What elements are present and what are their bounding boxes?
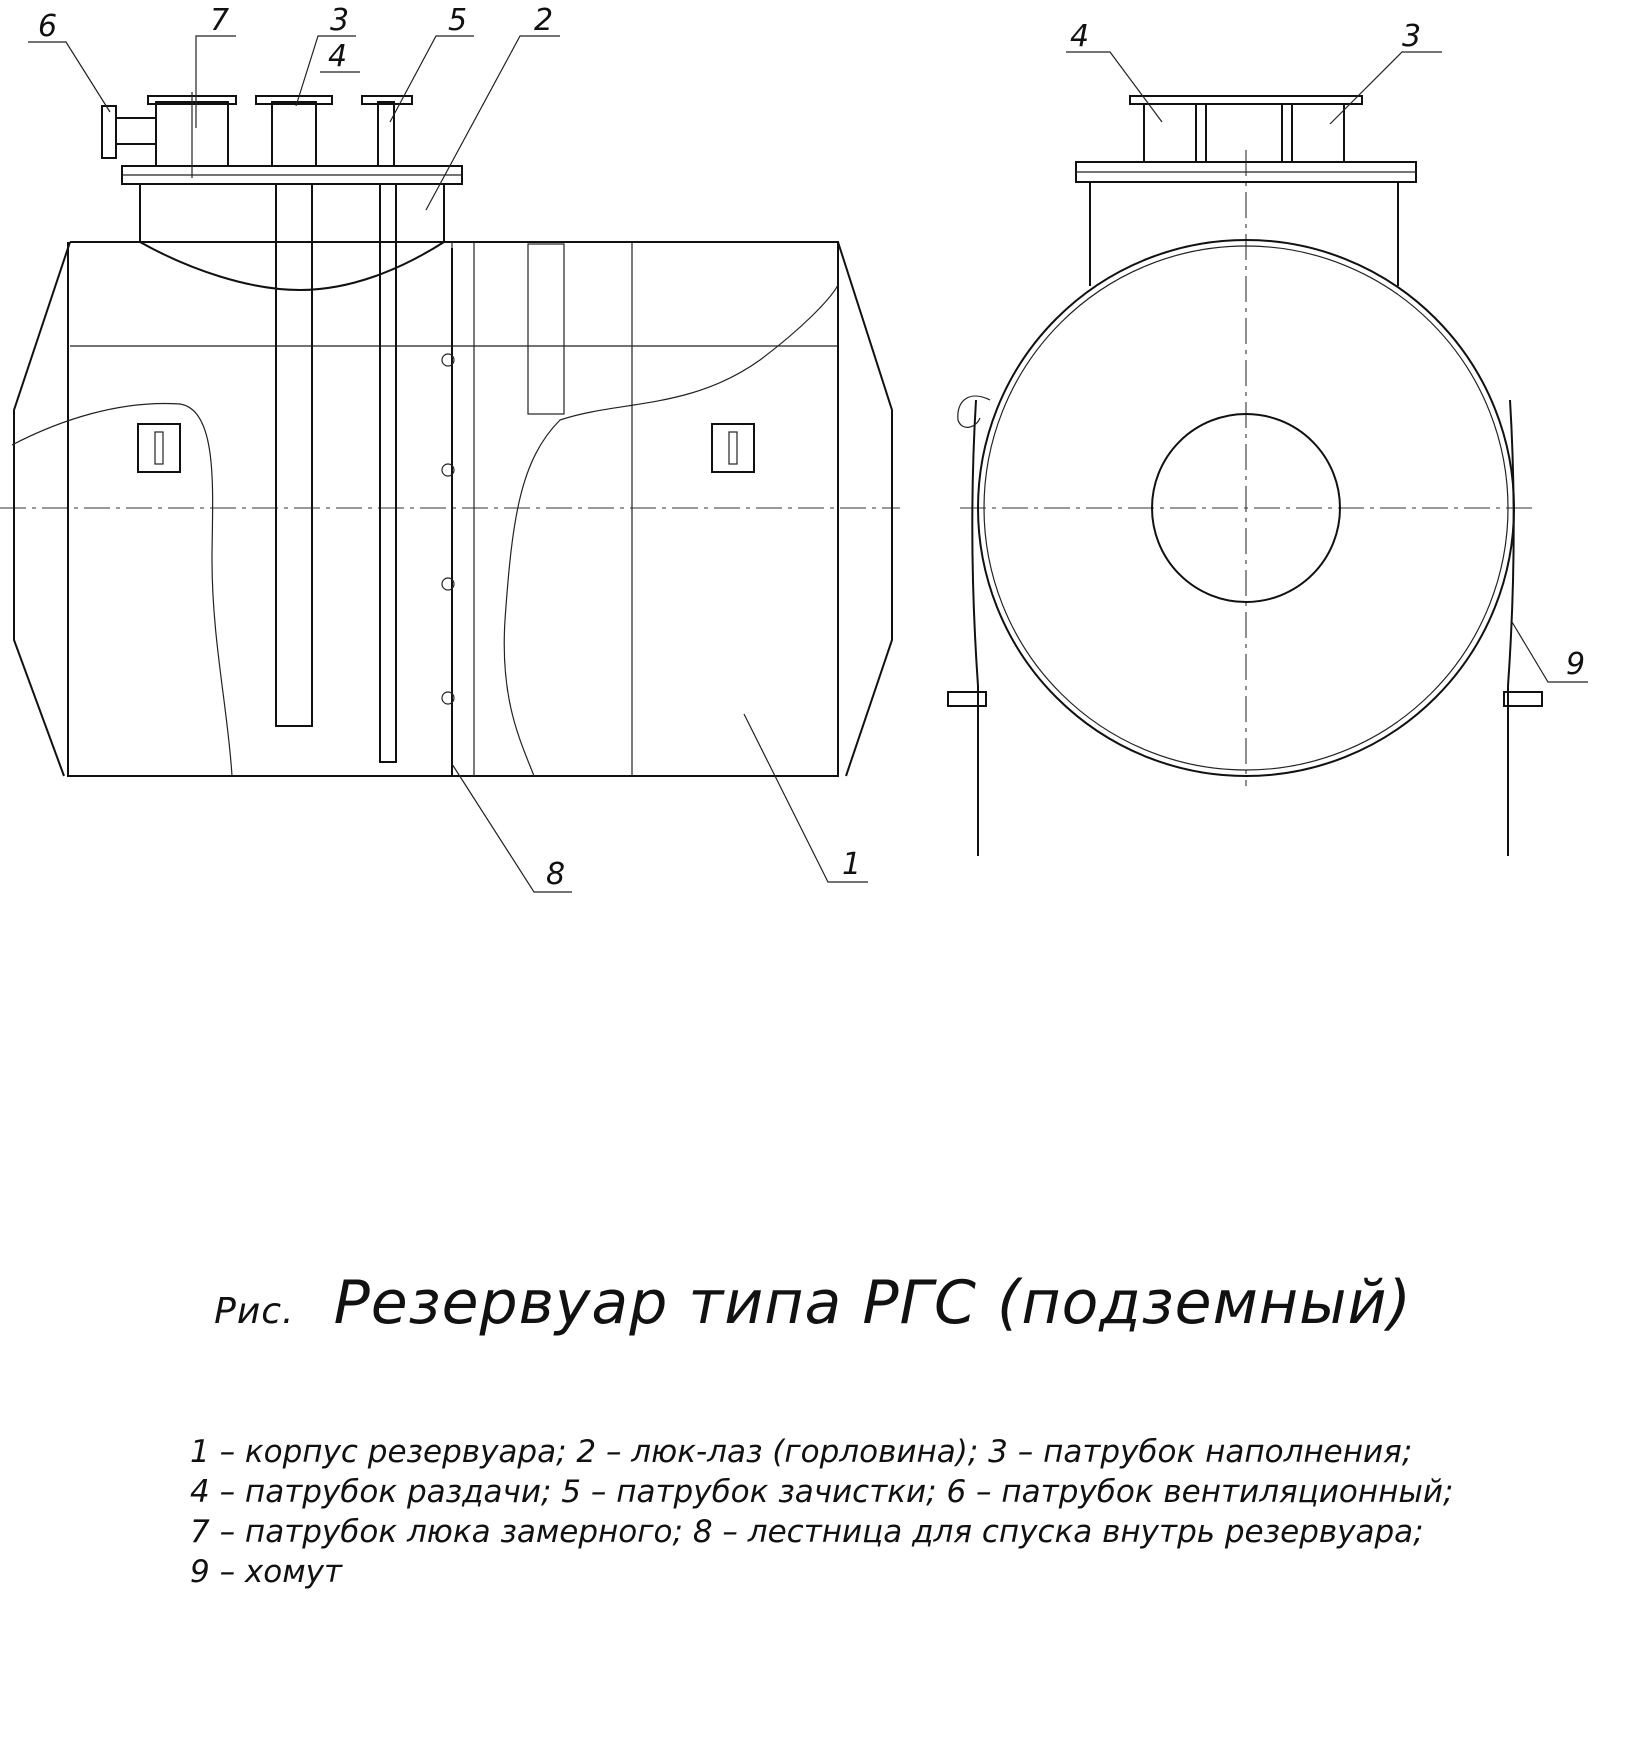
plate-left bbox=[137, 423, 181, 473]
break-line-left bbox=[11, 402, 233, 777]
break-line-right bbox=[503, 284, 839, 777]
manhole-neck bbox=[139, 184, 445, 292]
ladder-rung-1 bbox=[441, 353, 455, 367]
side-nozzle-mid bbox=[1205, 103, 1283, 163]
clamp-right bbox=[1507, 399, 1515, 856]
callout-1: 1 bbox=[842, 847, 861, 882]
callout-side-9: 9 bbox=[1566, 647, 1585, 682]
legend-line: 1 – корпус резервуара; 2 – люк-лаз (горл… bbox=[190, 1434, 1413, 1470]
callout-3: 3 bbox=[330, 3, 349, 38]
nozzle-5 bbox=[377, 101, 395, 167]
legend-line: 9 – хомут bbox=[190, 1554, 343, 1590]
front-leaders bbox=[28, 35, 868, 893]
ladder-rung-3 bbox=[441, 577, 455, 591]
side-nozzle-4 bbox=[1143, 103, 1197, 163]
plate-left-slot bbox=[154, 431, 164, 465]
side-view: 4 3 9 bbox=[947, 19, 1588, 856]
callout-side-3: 3 bbox=[1402, 19, 1421, 54]
plate-right-slot bbox=[728, 431, 738, 465]
nozzle-5-flange bbox=[361, 95, 413, 105]
legend: 1 – корпус резервуара; 2 – люк-лаз (горл… bbox=[190, 1432, 1590, 1592]
side-nozzle-flange bbox=[1129, 95, 1363, 105]
legend-line: 4 – патрубок раздачи; 5 – патрубок зачис… bbox=[190, 1474, 1454, 1510]
callout-6: 6 bbox=[38, 9, 57, 44]
nozzle-6-flange bbox=[101, 105, 117, 159]
ladder-rung-2 bbox=[441, 463, 455, 477]
leader-6 bbox=[28, 41, 111, 113]
leader-3-4 bbox=[295, 35, 356, 107]
callout-7: 7 bbox=[210, 3, 229, 38]
leader-side-3 bbox=[1329, 51, 1442, 125]
plate-right bbox=[711, 423, 755, 473]
clamp-left bbox=[971, 399, 979, 856]
nozzle-3-4-flange bbox=[255, 95, 333, 105]
callout-2: 2 bbox=[534, 3, 553, 38]
nozzle-5-pipe bbox=[379, 183, 397, 763]
leader-8 bbox=[451, 763, 572, 893]
leader-2 bbox=[425, 35, 560, 211]
inner-circle bbox=[1151, 413, 1341, 603]
callout-side-4: 4 bbox=[1070, 19, 1089, 54]
front-view: 6 7 3 4 5 2 8 1 bbox=[0, 3, 900, 893]
caption-prefix: Рис. bbox=[214, 1291, 295, 1332]
caption-title: Резервуар типа РГС (подземный) bbox=[333, 1268, 1412, 1338]
callout-8: 8 bbox=[546, 857, 565, 892]
tank-drawing: 6 7 3 4 5 2 8 1 bbox=[0, 3, 1588, 893]
shell-circle-inner bbox=[983, 245, 1509, 771]
leader-side-4 bbox=[1066, 51, 1163, 123]
callout-4: 4 bbox=[328, 39, 347, 74]
callout-5: 5 bbox=[448, 3, 467, 38]
inner-pipe bbox=[527, 243, 565, 415]
nozzle-3-4 bbox=[271, 101, 317, 167]
figure-caption: Рис. Резервуар типа РГС (подземный) bbox=[0, 1268, 1626, 1338]
legend-line: 7 – патрубок люка замерного; 8 – лестниц… bbox=[190, 1514, 1424, 1550]
ladder-rung-4 bbox=[441, 691, 455, 705]
side-nozzle-3 bbox=[1291, 103, 1345, 163]
leader-5 bbox=[389, 35, 474, 123]
leader-7 bbox=[195, 35, 236, 128]
fitting-left bbox=[947, 691, 987, 707]
fitting-right bbox=[1503, 691, 1543, 707]
leader-1 bbox=[743, 713, 868, 883]
leader-side-9 bbox=[1511, 621, 1588, 683]
nozzle-6 bbox=[115, 117, 157, 145]
nozzle-3-4-pipe bbox=[275, 183, 313, 727]
clamp-hook bbox=[957, 395, 991, 428]
